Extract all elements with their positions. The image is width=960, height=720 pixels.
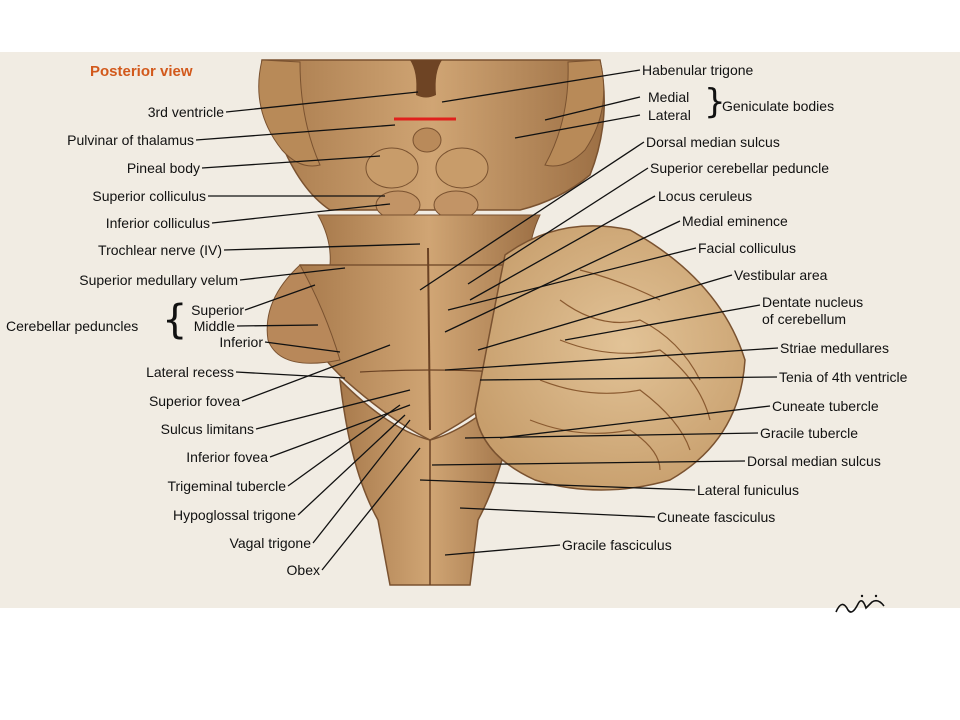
label-third-ventricle: 3rd ventricle bbox=[147, 104, 224, 120]
label-dentate-nucleus-line2: of cerebellum bbox=[762, 311, 847, 327]
label-peduncle-middle: Middle bbox=[193, 318, 235, 334]
cerebellum-slice bbox=[474, 225, 746, 491]
label-hypoglossal-trigone: Hypoglossal trigone bbox=[173, 507, 296, 523]
label-superior-fovea: Superior fovea bbox=[148, 393, 240, 409]
label-dorsal-median-sulcus-top: Dorsal median sulcus bbox=[646, 134, 780, 150]
label-peduncle-inferior: Inferior bbox=[219, 334, 263, 350]
label-pulvinar: Pulvinar of thalamus bbox=[67, 132, 194, 148]
label-vestibular-area: Vestibular area bbox=[734, 267, 828, 283]
label-cuneate-tubercle: Cuneate tubercle bbox=[772, 398, 879, 414]
label-cuneate-fasciculus: Cuneate fasciculus bbox=[657, 509, 776, 525]
label-facial-colliculus: Facial colliculus bbox=[698, 240, 797, 256]
label-vagal-trigone: Vagal trigone bbox=[229, 535, 311, 551]
handwritten-signature bbox=[835, 594, 885, 613]
label-pineal-body: Pineal body bbox=[126, 160, 200, 176]
label-superior-cerebellar-peduncle: Superior cerebellar peduncle bbox=[650, 160, 829, 176]
pineal-body bbox=[412, 127, 442, 153]
label-geniculate-bodies: Geniculate bodies bbox=[722, 98, 835, 114]
label-trochlear-nerve: Trochlear nerve (IV) bbox=[98, 242, 222, 258]
label-medial: Medial bbox=[648, 89, 690, 105]
label-dentate-nucleus-line1: Dentate nucleus bbox=[762, 294, 864, 310]
arbor-vitae bbox=[529, 269, 711, 471]
label-cerebellar-peduncles: Cerebellar peduncles bbox=[6, 318, 139, 334]
label-locus-ceruleus: Locus ceruleus bbox=[658, 188, 753, 204]
label-habenular-trigone: Habenular trigone bbox=[642, 62, 754, 78]
label-obex: Obex bbox=[286, 562, 320, 578]
label-striae-medullares: Striae medullares bbox=[780, 340, 889, 356]
cerebellar-peduncle-left bbox=[266, 264, 341, 364]
label-medial-eminence: Medial eminence bbox=[682, 213, 788, 229]
median-sulcus bbox=[427, 247, 431, 431]
superior-colliculus-right bbox=[435, 147, 489, 189]
label-lateral-funiculus: Lateral funiculus bbox=[697, 482, 799, 498]
label-peduncle-superior: Superior bbox=[191, 302, 244, 318]
label-sulcus-limitans: Sulcus limitans bbox=[160, 421, 254, 437]
figure-title: Posterior view bbox=[90, 63, 193, 80]
label-inferior-fovea: Inferior fovea bbox=[186, 449, 268, 465]
superior-colliculus-left bbox=[365, 147, 419, 189]
label-gracile-fasciculus: Gracile fasciculus bbox=[562, 537, 672, 553]
label-superior-colliculus: Superior colliculus bbox=[92, 188, 206, 204]
right-brace-icon: } bbox=[704, 82, 726, 122]
label-tenia-4th-ventricle: Tenia of 4th ventricle bbox=[779, 369, 908, 385]
label-lateral: Lateral bbox=[648, 107, 691, 123]
label-inferior-colliculus: Inferior colliculus bbox=[105, 215, 210, 231]
pulvinar-lobe-left bbox=[258, 59, 321, 167]
label-gracile-tubercle: Gracile tubercle bbox=[760, 425, 859, 441]
leader-lines-left bbox=[195, 91, 421, 571]
label-lateral-recess: Lateral recess bbox=[146, 364, 234, 380]
left-brace-icon: { bbox=[162, 297, 188, 343]
third-ventricle-notch bbox=[410, 60, 442, 98]
label-trigeminal-tubercle: Trigeminal tubercle bbox=[167, 478, 286, 494]
label-dorsal-median-sulcus-bottom: Dorsal median sulcus bbox=[747, 453, 881, 469]
label-superior-medullary-velum: Superior medullary velum bbox=[79, 272, 238, 288]
leader-lines-right bbox=[419, 69, 779, 556]
